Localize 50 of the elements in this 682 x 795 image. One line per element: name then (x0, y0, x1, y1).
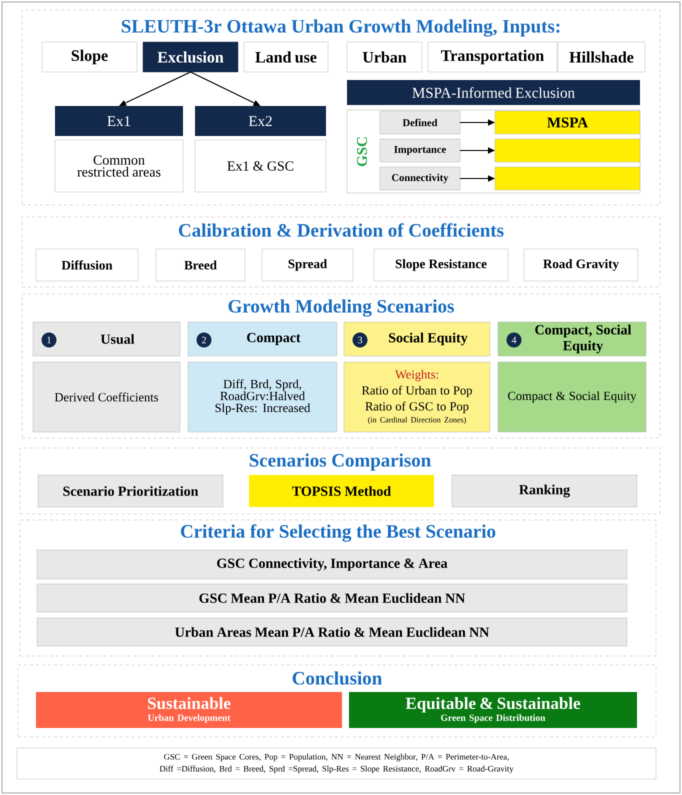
input-tab: Urban (346, 42, 422, 72)
conclusion-box: Equitable & Sustainable Green Space Distribution (349, 692, 637, 728)
footnote-box: GSC = Green Space Cores, Pop = Population, NN = Nearest Neighbor, P/A = Perimeter-to-Area, Diff =Diffusion, Brd = Breed, Sprd =Spread, Slp-Res = Slope Resistance, RoadGrv = Road-Gravity (16, 748, 656, 780)
section-heading: Criteria for Selecting the Best Scenario (180, 524, 496, 542)
coefficient-box: Diffusion (36, 248, 138, 282)
coefficient-box: Road Gravity (524, 248, 638, 282)
arrow (460, 175, 495, 182)
header-bar: Ex2 (195, 106, 326, 136)
arrow (119, 72, 191, 106)
section-heading: SLEUTH-3r Ottawa Urban Growth Modeling, Inputs: (122, 19, 560, 37)
criterion-box: Importance (380, 138, 460, 162)
number-badge: 1 (42, 332, 56, 348)
arrow (190, 72, 260, 106)
header-bar: Ex1 (55, 106, 183, 136)
input-tab: Exclusion (142, 42, 238, 72)
criterion-bar: Urban Areas Mean P/A Ratio & Mean Euclidean NN (36, 618, 628, 646)
number-badge: 3 (352, 332, 368, 348)
header-bar: MSPA-Informed Exclusion (347, 80, 640, 105)
scenario-box: Derived Coefficients (32, 362, 180, 432)
coefficient-box: Spread (262, 248, 354, 282)
method-box (494, 166, 640, 190)
arrow (460, 119, 495, 126)
criterion-box: Connectivity (380, 166, 460, 190)
section-heading: Conclusion (292, 671, 382, 685)
method-box: MSPA (494, 110, 640, 134)
coefficient-box: Slope Resistance (374, 248, 508, 282)
number-badge: 2 (196, 332, 212, 348)
coefficient-box: Breed (156, 248, 246, 282)
criterion-bar: Ranking (452, 474, 638, 508)
criterion-bar: GSC Connectivity, Importance & Area (36, 550, 628, 580)
section-heading: Growth Modeling Scenarios (228, 299, 454, 317)
criterion-bar: GSC Mean P/A Ratio & Mean Euclidean NN (36, 584, 628, 612)
criterion-box: Defined (380, 110, 460, 134)
input-tab: Hillshade (558, 42, 646, 72)
input-tab: Slope (42, 42, 138, 72)
vertical-label: GSC (356, 137, 368, 166)
text-box: Common restricted areas (54, 140, 184, 192)
scenario-box: Diff, Brd, Sprd, RoadGrv:Halved Slp-Res: Increased (188, 362, 338, 432)
scenario-box: Compact & Social Equity (498, 362, 646, 432)
conclusion-box: Sustainable Urban Development (36, 692, 342, 728)
criterion-bar: Scenario Prioritization (38, 474, 224, 508)
number-badge: 4 (506, 332, 522, 348)
arrow (460, 147, 495, 154)
section-heading: Calibration & Derivation of Coefficients (178, 223, 504, 237)
method-box (494, 138, 640, 162)
section-heading: Scenarios Comparison (250, 453, 431, 471)
input-tab: Transportation (428, 42, 558, 72)
text-box: Ex1 & GSC (194, 140, 326, 192)
input-tab: Land use (244, 42, 328, 72)
method-box: TOPSIS Method (249, 475, 434, 507)
